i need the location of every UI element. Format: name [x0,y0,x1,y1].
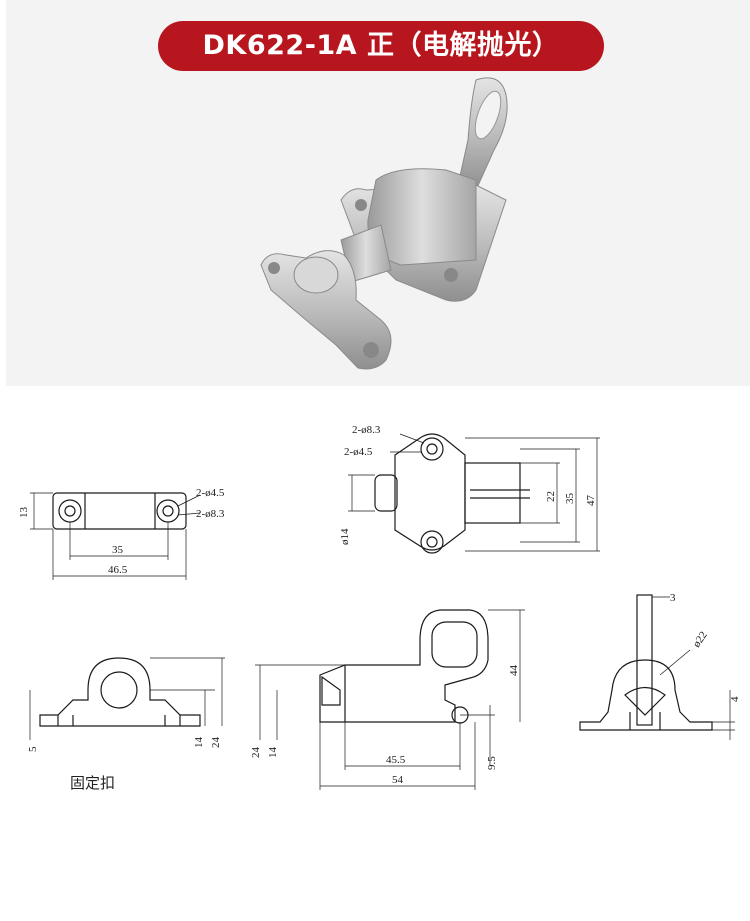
latch-photo-illustration [260,77,508,370]
dim-keeper-small-hole: 2-ø4.5 [196,487,225,499]
dim-keeper-pitch: 35 [112,544,124,556]
dim-keeper-h24: 24 [210,737,222,749]
dim-side-base: 4 [729,696,741,702]
dim-keeper-height: 13 [18,507,30,519]
dim-latch-small-hole: 2-ø4.5 [344,446,373,458]
latch-side-view [579,594,735,740]
dim-latch-large-hole: 2-ø8.3 [352,424,381,436]
dim-keeper-base: 5 [27,746,39,752]
keeper-caption: 固定扣 [70,774,116,792]
dim-latch-len45: 45.5 [386,754,406,766]
dim-side-ring-thk: 3 [670,592,676,604]
dim-latch-ring: 44 [508,665,520,677]
latch-front-view [255,609,525,790]
dim-latch-22: 22 [545,491,557,502]
dim-latch-len54: 54 [392,774,404,786]
technical-drawing: 2-ø4.5 2-ø8.3 13 35 46.5 2-ø8.3 2-ø4.5 ø… [18,424,741,790]
dim-latch-h14: 14 [267,747,279,759]
product-title: DK622-1A 正（电解抛光） [158,21,604,71]
dim-latch-pivot: 9.5 [486,756,498,770]
product-photo-area: DK622-1A 正（电解抛光） [6,0,750,386]
dim-latch-35: 35 [564,493,576,505]
dim-keeper-h14: 14 [193,737,205,749]
dim-keeper-large-hole: 2-ø8.3 [196,508,225,520]
dim-side-dia: ø22 [691,629,710,649]
dim-latch-47: 47 [585,495,597,507]
latch-top-view [348,433,600,554]
dim-latch-bolt-dia: ø14 [339,528,351,545]
dim-keeper-width: 46.5 [108,564,128,576]
keeper-front-view [29,657,225,740]
keeper-top-view [30,492,201,580]
dim-latch-h24: 24 [250,747,262,759]
